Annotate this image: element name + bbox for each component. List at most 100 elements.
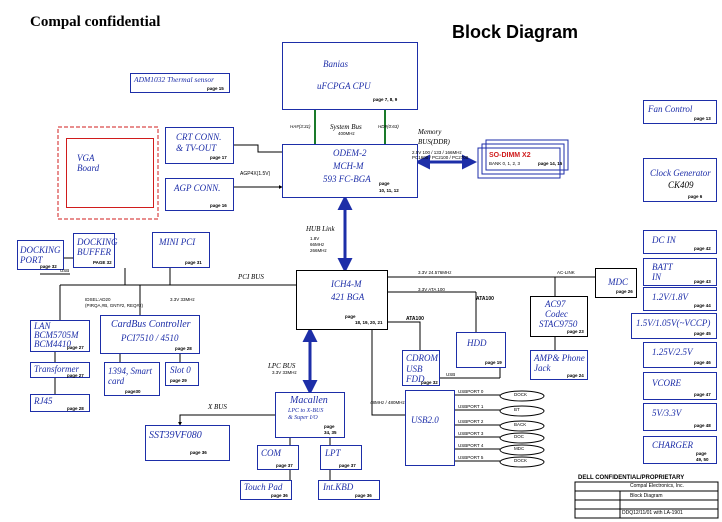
cardbus-block: CardBus Controller PCI7510 / 4510 page 2… <box>100 315 200 354</box>
lpc-freq: 3.3V 33MHz <box>272 370 297 375</box>
slot0-page: page 29 <box>170 378 187 383</box>
usb-small-label: USB <box>60 268 70 273</box>
vga-sub: Board <box>77 163 100 173</box>
com-name: COM <box>261 448 281 458</box>
banias-sub: uFCPGA CPU <box>317 81 371 91</box>
title-block-doc-title: Block Diagram <box>630 493 663 499</box>
sst-page: page 36 <box>190 450 207 455</box>
v125-block: 1.25V/2.5V page 46 <box>643 342 717 368</box>
usb-port-label: USBPORT 4 <box>458 443 484 448</box>
ac97-page: page 23 <box>567 329 584 334</box>
ata100-cd-label: ATA100 <box>406 316 424 322</box>
lan-sub: BCM5705M <box>34 330 79 340</box>
docking-buffer-block: DOCKING BUFFER PAGE 32 <box>73 233 118 268</box>
hub-spec: 1.8V <box>310 236 320 241</box>
usb-device-label: MDC <box>514 446 525 451</box>
macallen-name: Macallen <box>290 395 328 406</box>
dcin-page: page 42 <box>694 246 711 251</box>
charger-page2: 49, 50 <box>696 457 709 462</box>
v5v3-name: 5V/3.3V <box>652 408 682 418</box>
macallen-block: Macallen LPC to X-BUS & Super I/O page 3… <box>275 392 345 438</box>
macallen-page: page <box>324 424 335 429</box>
ac-freq: 3.3V 24.576MHz <box>418 270 452 275</box>
docking-port-block: DOCKING PORT page 32 <box>17 240 64 270</box>
idsel-label2: (PIRQA,#B, GNT#2, REQ#2) <box>85 303 144 308</box>
cdrom-name: CDROM <box>406 353 438 363</box>
rj45-block: RJ45 page 28 <box>30 394 90 412</box>
ich4-page: page <box>345 314 356 319</box>
com-block: COM page 37 <box>257 445 299 470</box>
v125-name: 1.25V/2.5V <box>652 347 693 357</box>
adm-name: ADM1032 Thermal sensor <box>134 75 214 84</box>
agp4x-label: AGP4X(1.5V) <box>240 171 271 177</box>
xbus-label: X BUS <box>208 403 227 411</box>
rj45-name: RJ45 <box>34 396 53 406</box>
pci-freq: 3.3V 33MHz <box>170 297 195 302</box>
sst-name: SST39VF080 <box>149 430 202 441</box>
rj45-page: page 28 <box>67 406 84 411</box>
title-block-confidential: DELL CONFIDENTIAL/PROPRIETARY <box>578 475 685 481</box>
agp-conn-block: AGP CONN. page 16 <box>165 178 234 211</box>
amp-name: AMP& Phone <box>534 353 585 363</box>
lan-page: page 27 <box>67 345 84 350</box>
touchpad-page: page 36 <box>271 493 288 498</box>
i1394-name: 1394, Smart <box>108 366 153 376</box>
ich4-page2: 18, 19, 20, 21 <box>355 320 383 325</box>
touchpad-block: Touch Pad page 36 <box>240 480 292 500</box>
memory-spec2: PC1600 / PC2100 / PC2700 <box>412 155 469 160</box>
hd-label: HD#(0:63) <box>378 124 399 129</box>
usb20-name: USB2.0 <box>411 415 439 425</box>
ich4-block: ICH4-M 421 BGA page 18, 19, 20, 21 <box>296 270 388 330</box>
docking-buffer-name: DOCKING <box>77 237 118 247</box>
slot0-block: Slot 0 page 29 <box>165 362 199 386</box>
mdc-name: MDC <box>608 277 628 287</box>
v12-name: 1.2V/1.8V <box>652 292 688 302</box>
ac97-sub2: STAC9750 <box>539 319 578 329</box>
ac97-sub: Codec <box>545 309 568 319</box>
cardbus-page: page 28 <box>175 346 192 351</box>
v5v3-page: page 48 <box>694 423 711 428</box>
crt-name: CRT CONN. <box>176 132 222 142</box>
amp-jack-block: AMP& Phone Jack page 24 <box>530 350 588 380</box>
batt-page: page 43 <box>694 279 711 284</box>
ac97-name: AC97 <box>545 299 566 309</box>
mdc-page: page 26 <box>616 289 633 294</box>
page-title: Block Diagram <box>452 22 579 42</box>
ata-freq: 3.3V ATA 100 <box>418 287 445 292</box>
v5v3-block: 5V/3.3V page 48 <box>643 403 717 431</box>
odem-sub: MCH-M <box>333 161 364 171</box>
clock-sub: CK409 <box>668 180 694 190</box>
transformer-page: page 27 <box>67 373 84 378</box>
vga-board-block: VGA Board <box>66 138 154 208</box>
clock-generator-block: Clock Generator CK409 page 6 <box>643 158 717 202</box>
v12-page: page 44 <box>694 303 711 308</box>
usb-port-label: USBPORT 2 <box>458 419 484 424</box>
cardbus-sub: PCI7510 / 4510 <box>121 333 179 343</box>
hub-spec2: 66MHz <box>310 242 325 247</box>
title-block-doc-num: DDQ12/11/01 with LA-1901 <box>622 510 683 516</box>
macallen-sub2: & Super I/O <box>288 415 318 421</box>
adm-thermal-block: ADM1032 Thermal sensor page 15 <box>130 73 230 93</box>
minipci-name: MINI PCI <box>159 237 196 247</box>
hdd-block: HDD page 19 <box>456 332 506 368</box>
intkbd-block: Int.KBD page 36 <box>318 480 380 500</box>
i1394-sub: card <box>108 376 125 386</box>
memory-spec: 2.5V 100 / 133 / 166MHz <box>412 150 462 155</box>
lpt-name: LPT <box>325 448 341 458</box>
touchpad-name: Touch Pad <box>244 482 283 492</box>
company-label: Compal confidential <box>30 14 161 30</box>
amp-page: page 24 <box>567 373 584 378</box>
usb-cd-label: USB <box>446 372 456 377</box>
ata100-hdd-label: ATA100 <box>476 296 494 302</box>
cardbus-name: CardBus Controller <box>111 319 191 330</box>
crt-sub: & TV-OUT <box>176 143 217 153</box>
docking-buffer-sub: BUFFER <box>77 247 111 257</box>
docking-port-page: page 32 <box>40 264 57 269</box>
ich4-name: ICH4-M <box>331 279 362 289</box>
i1394-page: page30 <box>125 389 141 394</box>
hdd-name: HDD <box>467 338 487 348</box>
intkbd-name: Int.KBD <box>323 482 354 492</box>
system-bus-freq: 400MHz <box>338 131 355 136</box>
